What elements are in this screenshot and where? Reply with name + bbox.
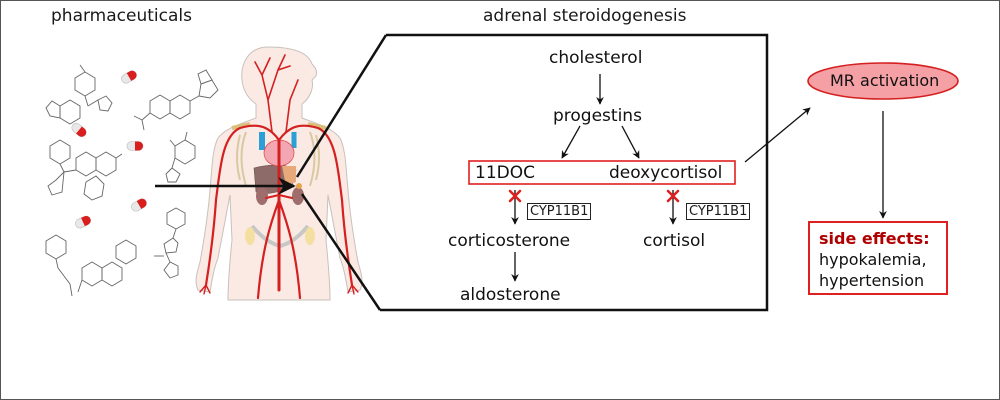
side-effect-item: hypokalemia, xyxy=(819,250,927,269)
molecule-5 xyxy=(45,234,137,297)
precursor-highlight-box xyxy=(468,160,736,185)
molecule-3 xyxy=(47,139,123,201)
inhibition-x-icon xyxy=(508,189,522,203)
callout-line-bottom xyxy=(300,193,382,311)
molecule-2 xyxy=(133,69,219,131)
pill-icon xyxy=(71,122,87,138)
node-progestins: progestins xyxy=(553,106,642,126)
node-cholesterol: cholesterol xyxy=(549,48,643,68)
inhibition-marks xyxy=(508,189,680,203)
node-aldosterone: aldosterone xyxy=(460,285,561,305)
arrow-to-mr-activation xyxy=(744,107,811,163)
side-effect-item: hypertension xyxy=(819,271,925,290)
molecule-structures xyxy=(45,64,219,297)
molecule-6 xyxy=(154,207,186,279)
mr-activation-ellipse xyxy=(807,62,959,100)
node-cortisol: cortisol xyxy=(643,231,706,251)
molecule-1 xyxy=(45,64,113,125)
node-deoxycortisol: deoxycortisol xyxy=(609,163,723,183)
pill-icons xyxy=(71,70,147,229)
pharmaceuticals-title: pharmaceuticals xyxy=(51,6,192,26)
human-body-illustration xyxy=(195,46,363,301)
steroidogenesis-box xyxy=(380,33,769,312)
enzyme-label-cyp11b1: CYP11B1 xyxy=(686,203,751,220)
steroidogenesis-title: adrenal steroidogenesis xyxy=(483,6,687,26)
enzyme-label-cyp11b1: CYP11B1 xyxy=(527,203,592,220)
arrow-progestins-11doc xyxy=(561,125,581,159)
molecule-4 xyxy=(165,131,196,183)
pill-icon xyxy=(126,141,144,151)
mr-activation-label: MR activation xyxy=(830,71,940,90)
arrow-progestins-deoxycortisol xyxy=(621,125,640,159)
callout-line-top xyxy=(295,34,388,178)
node-11doc: 11DOC xyxy=(475,163,535,183)
adrenal-gland xyxy=(296,183,302,189)
pill-icon xyxy=(131,198,147,212)
node-corticosterone: corticosterone xyxy=(448,231,571,251)
pill-icon xyxy=(75,215,91,229)
pill-icon xyxy=(121,70,137,84)
side-effects-box: side effects: hypokalemia, hypertension xyxy=(808,221,948,295)
inhibition-x-icon xyxy=(666,189,680,203)
side-effects-title: side effects: xyxy=(819,229,930,248)
